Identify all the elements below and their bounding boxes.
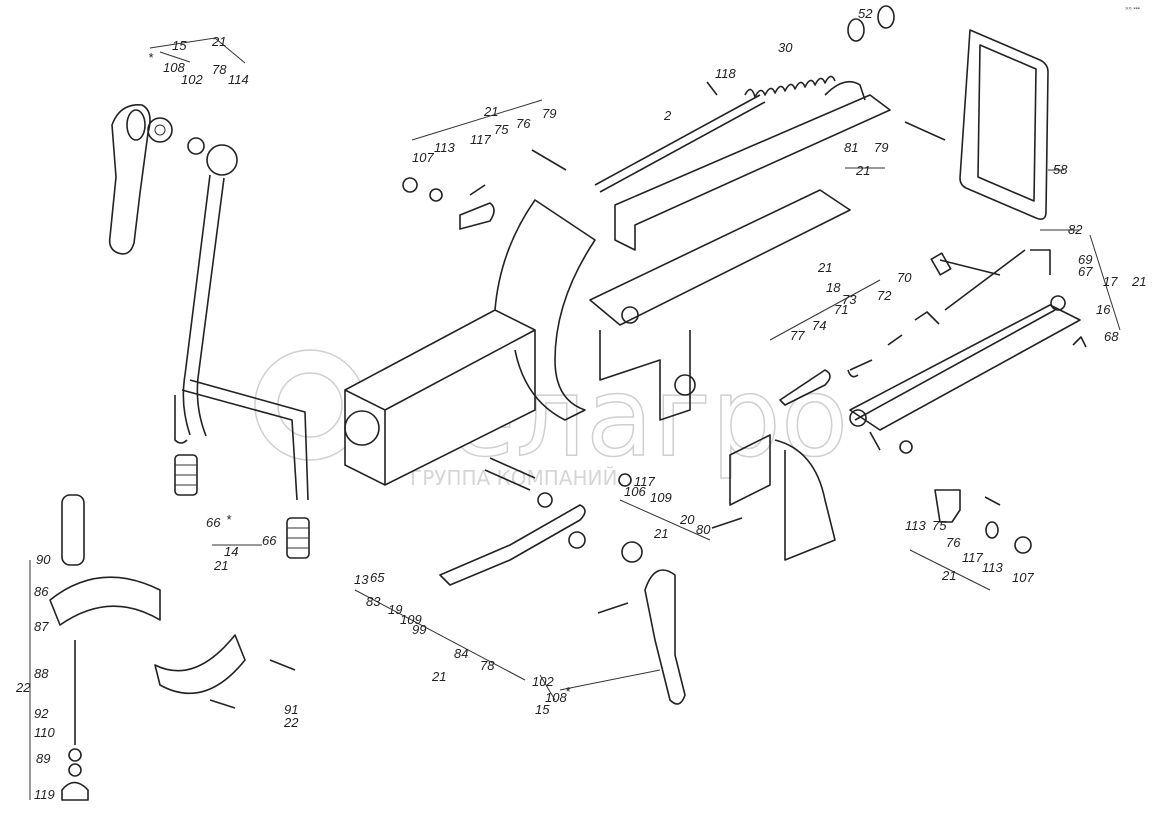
part-label: 82 xyxy=(1068,222,1083,237)
part-label: 108 xyxy=(545,690,567,705)
part-label: 70 xyxy=(897,270,912,285)
lower-center-parts xyxy=(439,457,743,705)
washers-52 xyxy=(847,5,895,42)
part-label: 15 xyxy=(535,702,550,717)
part-label: 113 xyxy=(982,560,1003,575)
part-label: 20 xyxy=(679,512,695,527)
part-label: 75 xyxy=(932,518,947,533)
part-label: 66 xyxy=(206,515,221,530)
springs-66 xyxy=(174,454,310,559)
part-label: 74 xyxy=(812,318,826,333)
part-label: 80 xyxy=(696,522,711,537)
part-label: 17 xyxy=(1103,274,1118,289)
part-label: 21 xyxy=(941,568,956,583)
part-label: 109 xyxy=(650,490,672,505)
part-label: 21 xyxy=(1131,274,1146,289)
part-label: 13 xyxy=(354,572,369,587)
part-label: 71 xyxy=(834,302,848,317)
part-label: 66 xyxy=(262,533,277,548)
part-label: 58 xyxy=(1053,162,1068,177)
bracket-81 xyxy=(594,80,946,251)
part-label: 88 xyxy=(34,666,49,681)
part-label: 107 xyxy=(412,150,434,165)
part-label: 77 xyxy=(790,328,805,343)
part-label: 102 xyxy=(532,674,554,689)
part-label: 21 xyxy=(653,526,668,541)
part-label: 18 xyxy=(826,280,841,295)
part-label: 81 xyxy=(844,140,858,155)
part-label: 108 xyxy=(163,60,185,75)
part-label: 113 xyxy=(905,518,926,533)
part-label: 76 xyxy=(946,535,961,550)
part-label: 118 xyxy=(715,66,736,81)
part-label: 72 xyxy=(877,288,892,303)
part-label: 117 xyxy=(962,550,983,565)
part-label: 117 xyxy=(470,132,491,147)
part-label: * xyxy=(565,684,571,699)
part-label: 109 xyxy=(400,612,422,627)
part-label: 15 xyxy=(172,38,187,53)
watermark: белагро ГРУППА КОМПАНИЙ xyxy=(254,349,849,490)
part-label: 21 xyxy=(855,163,870,178)
part-label: 21 xyxy=(483,104,498,119)
part-label: 22 xyxy=(15,680,31,695)
spring-30 xyxy=(744,75,836,98)
part-label: * xyxy=(148,50,154,65)
part-label: 114 xyxy=(228,72,249,87)
part-label: 21 xyxy=(213,558,228,573)
clamp-assembly xyxy=(49,494,296,801)
part-label: 21 xyxy=(817,260,832,275)
part-label: 91 xyxy=(284,702,298,717)
part-label: 21 xyxy=(431,669,446,684)
part-label: 67 xyxy=(1078,264,1093,279)
part-label: 113 xyxy=(434,140,455,155)
arm-assembly-right xyxy=(729,249,1087,561)
part-label: 107 xyxy=(1012,570,1034,585)
part-label: 30 xyxy=(778,40,793,55)
part-label: 19 xyxy=(388,602,402,617)
part-label: 14 xyxy=(224,544,238,559)
part-label: 106 xyxy=(624,484,646,499)
part-label: 79 xyxy=(874,140,888,155)
part-label: 75 xyxy=(494,122,509,137)
part-label: 90 xyxy=(36,552,51,567)
watermark-subtitle: ГРУППА КОМПАНИЙ xyxy=(410,466,617,490)
pin-assembly-right xyxy=(899,440,1032,554)
part-label: 16 xyxy=(1096,302,1111,317)
part-label: 87 xyxy=(34,619,49,634)
part-label: 79 xyxy=(542,106,556,121)
part-label: 73 xyxy=(842,292,857,307)
part-label: 89 xyxy=(36,751,50,766)
part-label: 21 xyxy=(211,34,226,49)
leader-lines xyxy=(29,37,1121,800)
part-label: 84 xyxy=(454,646,468,661)
part-label: 76 xyxy=(516,116,531,131)
pin-assembly-top xyxy=(402,149,567,230)
main-frame xyxy=(344,189,851,486)
part-label: 83 xyxy=(366,594,381,609)
part-label: 110 xyxy=(34,725,55,740)
part-label: 78 xyxy=(212,62,227,77)
part-label: 2 xyxy=(663,108,672,123)
gasket-58 xyxy=(959,29,1049,220)
part-label: 117 xyxy=(634,474,655,489)
lever-assembly-left xyxy=(108,104,309,501)
part-label: 69 xyxy=(1078,252,1092,267)
part-label: 68 xyxy=(1104,329,1119,344)
part-label: 92 xyxy=(34,706,49,721)
part-label: 65 xyxy=(370,570,385,585)
part-label: 119 xyxy=(34,787,55,802)
part-label: 52 xyxy=(858,6,873,21)
part-label: 22 xyxy=(283,715,299,730)
part-label: * xyxy=(226,512,232,527)
part-label: 102 xyxy=(181,72,203,87)
corner-mark: »» ▪▪▪ xyxy=(1125,6,1140,12)
part-label: 99 xyxy=(412,622,426,637)
part-label: 86 xyxy=(34,584,49,599)
part-label: 78 xyxy=(480,658,495,673)
